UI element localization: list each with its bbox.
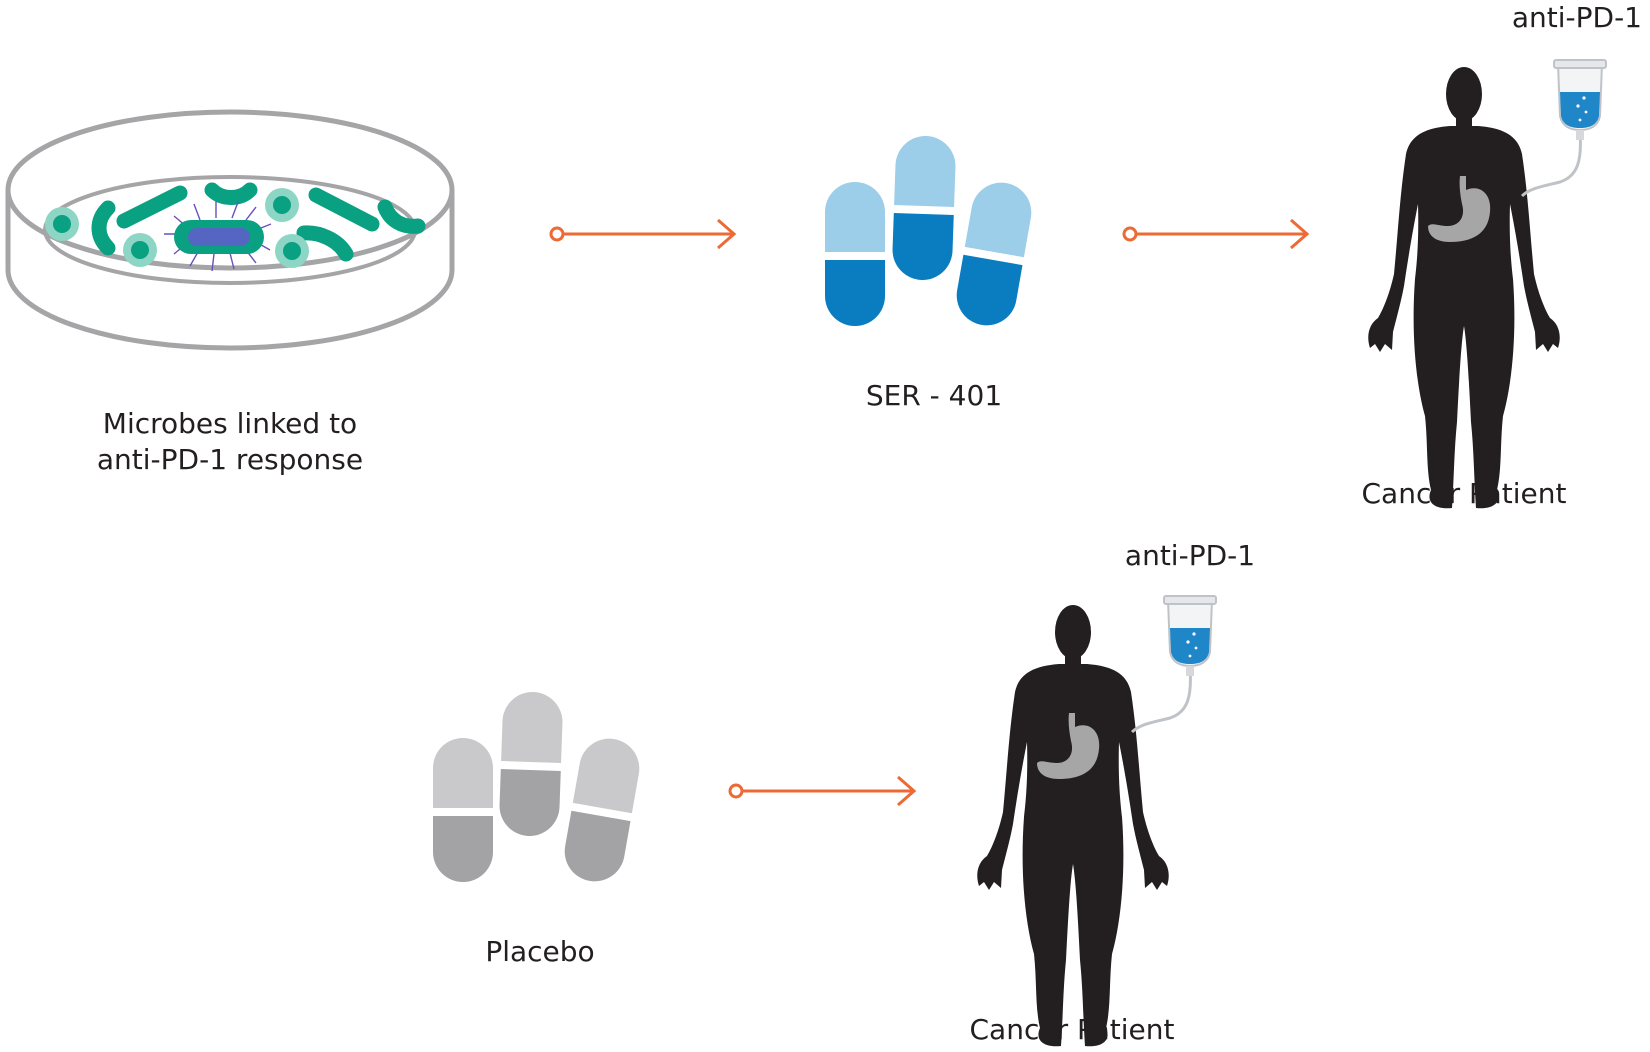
placebo-label: Placebo xyxy=(485,935,595,968)
bottom-patient-label: Cancer Patient xyxy=(969,1013,1175,1046)
iv-tube xyxy=(1130,667,1192,734)
iv-tube xyxy=(1520,131,1582,198)
arrow-3 xyxy=(728,775,917,807)
bottom-iv-label: anti-PD-1 xyxy=(1124,539,1256,572)
drug-label: SER - 401 xyxy=(865,379,1003,412)
microbes-label-line2: anti-PD-1 response xyxy=(96,443,364,476)
petri-dish-icon xyxy=(5,109,455,351)
microbes-icon xyxy=(45,182,426,272)
top-patient-label: Cancer Patient xyxy=(1361,477,1567,510)
top-iv-label: anti-PD-1 xyxy=(1511,1,1642,34)
capsules-icon xyxy=(825,134,1037,331)
iv-bag-icon xyxy=(1163,595,1217,677)
arrow-1 xyxy=(549,218,737,250)
microbes-label: Microbes linked to anti-PD-1 response xyxy=(60,406,400,478)
human-silhouette-icon xyxy=(1368,59,1607,509)
microbes-label-line1: Microbes linked to xyxy=(102,407,358,440)
arrow-2 xyxy=(1122,218,1310,250)
iv-bag-icon xyxy=(1553,59,1607,141)
placebo-capsules-icon xyxy=(433,690,645,887)
human-silhouette-icon-bottom xyxy=(977,595,1217,1047)
